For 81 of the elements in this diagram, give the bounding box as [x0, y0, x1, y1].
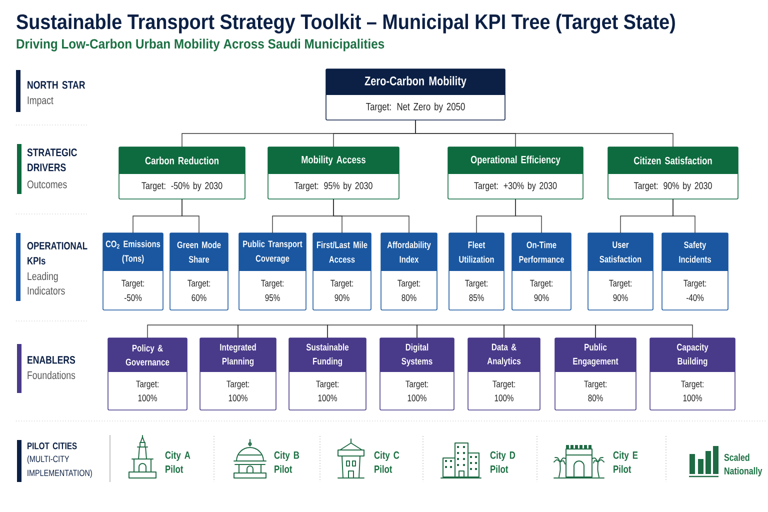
tier-heading: PILOT CITIES — [28, 442, 77, 450]
tier-subheading: Foundations — [28, 371, 76, 380]
target-text: Target: 100% — [406, 380, 428, 402]
card-header: Fleet Utilization — [449, 233, 504, 271]
target-text: Target: 60% — [188, 280, 210, 302]
card-header: Digital Systems — [380, 338, 454, 372]
target-text: Target: 95% by 2030 — [294, 182, 372, 192]
target-text: Target: 90% — [530, 280, 552, 302]
subtitle: Driving Low-Carbon Urban Mobility Across Saudi Municipalities — [16, 38, 384, 52]
tier-heading: ENABLERS — [28, 356, 76, 364]
card-header: User Satisfaction — [588, 233, 653, 271]
kpi-card — [662, 232, 728, 310]
enabler-card — [650, 338, 736, 410]
kpi-card — [102, 232, 164, 310]
target-text: Target: 85% — [465, 280, 488, 302]
enabler-card — [380, 338, 454, 410]
goal-card — [326, 68, 506, 120]
tier-heading: STRATEGIC DRIVERS — [27, 148, 77, 172]
target-text: Target: 95% — [261, 280, 284, 302]
enabler-card — [468, 338, 540, 410]
kpi-card — [238, 232, 306, 310]
target-text: Target: 80% — [584, 380, 606, 402]
driver-card — [448, 146, 584, 200]
tier-heading: NORTH STAR — [28, 81, 86, 89]
card-header: Green Mode Share — [170, 233, 228, 271]
card-header: Public Engagement — [555, 338, 636, 372]
city-label: City A Pilot — [165, 451, 190, 473]
target-text: Target: 100% — [316, 380, 338, 402]
target-text: Target: 90% — [609, 280, 632, 302]
target-text: Target: 100% — [681, 380, 704, 402]
target-text: Target: Net Zero by 2050 — [366, 102, 465, 112]
enabler-card — [288, 338, 366, 410]
target-text: Target: -50% — [122, 280, 144, 302]
card-header: Policy & Governance — [108, 338, 187, 372]
city-label: City D Pilot — [490, 451, 516, 473]
driver-card — [608, 146, 738, 200]
card-header: Citizen Satisfaction — [608, 147, 738, 174]
city-label: City C Pilot — [374, 451, 400, 473]
kpi-card — [380, 232, 438, 310]
target-text: Target: 90% — [330, 280, 353, 302]
target-text: Target: +30% by 2030 — [474, 182, 557, 192]
driver-card — [268, 146, 400, 200]
kpi-card — [170, 232, 228, 310]
tier-subheading: Leading Indicators — [28, 272, 65, 295]
tier-subheading: Outcomes — [27, 180, 67, 188]
card-header: Data & Analytics — [468, 338, 540, 372]
card-header: Integrated Planning — [200, 338, 276, 372]
card-header: Mobility Access — [268, 147, 399, 174]
card-header: Zero-Carbon Mobility — [326, 69, 505, 95]
enabler-card — [108, 338, 188, 410]
city-label: City E Pilot — [613, 451, 638, 473]
driver-card — [118, 146, 246, 200]
tier-heading: OPERATIONAL KPIs — [27, 242, 88, 264]
target-text: Target: -40% — [684, 280, 706, 302]
card-header: CO$_{2}$ Emissions (Tons) — [103, 233, 163, 271]
enabler-card — [554, 338, 636, 410]
tier-subheading: (MULTI-CITY IMPLEMENTATION) — [27, 456, 92, 478]
title: Sustainable Transport Strategy Toolkit – Municipal KPI Tree (Target State) — [16, 14, 675, 34]
card-header: Public Transport Coverage — [239, 233, 306, 271]
target-text: Target: 100% — [492, 380, 515, 402]
scale-label: Scaled Nationally — [724, 454, 762, 476]
enabler-card — [200, 338, 276, 410]
card-header: First/Last Mile Access — [313, 233, 371, 271]
city-label: City B Pilot — [274, 451, 300, 473]
card-header: Affordability Index — [381, 233, 437, 271]
card-header: Sustainable Funding — [289, 338, 366, 372]
kpi-card — [588, 232, 654, 310]
card-header: Carbon Reduction — [119, 147, 245, 174]
target-text: Target: -50% by 2030 — [142, 182, 222, 192]
kpi-card — [448, 232, 504, 310]
card-header: Safety Incidents — [662, 233, 728, 271]
target-text: Target: 100% — [136, 380, 158, 402]
target-text: Target: 90% by 2030 — [634, 182, 712, 192]
card-header: Operational Efficiency — [448, 147, 583, 174]
kpi-card — [512, 232, 572, 310]
card-header: Capacity Building — [650, 338, 735, 372]
card-header: On-Time Performance — [512, 233, 571, 271]
target-text: Target: 100% — [226, 380, 249, 402]
kpi-card — [312, 232, 372, 310]
tier-subheading: Impact — [28, 96, 54, 106]
target-text: Target: 80% — [398, 280, 420, 302]
